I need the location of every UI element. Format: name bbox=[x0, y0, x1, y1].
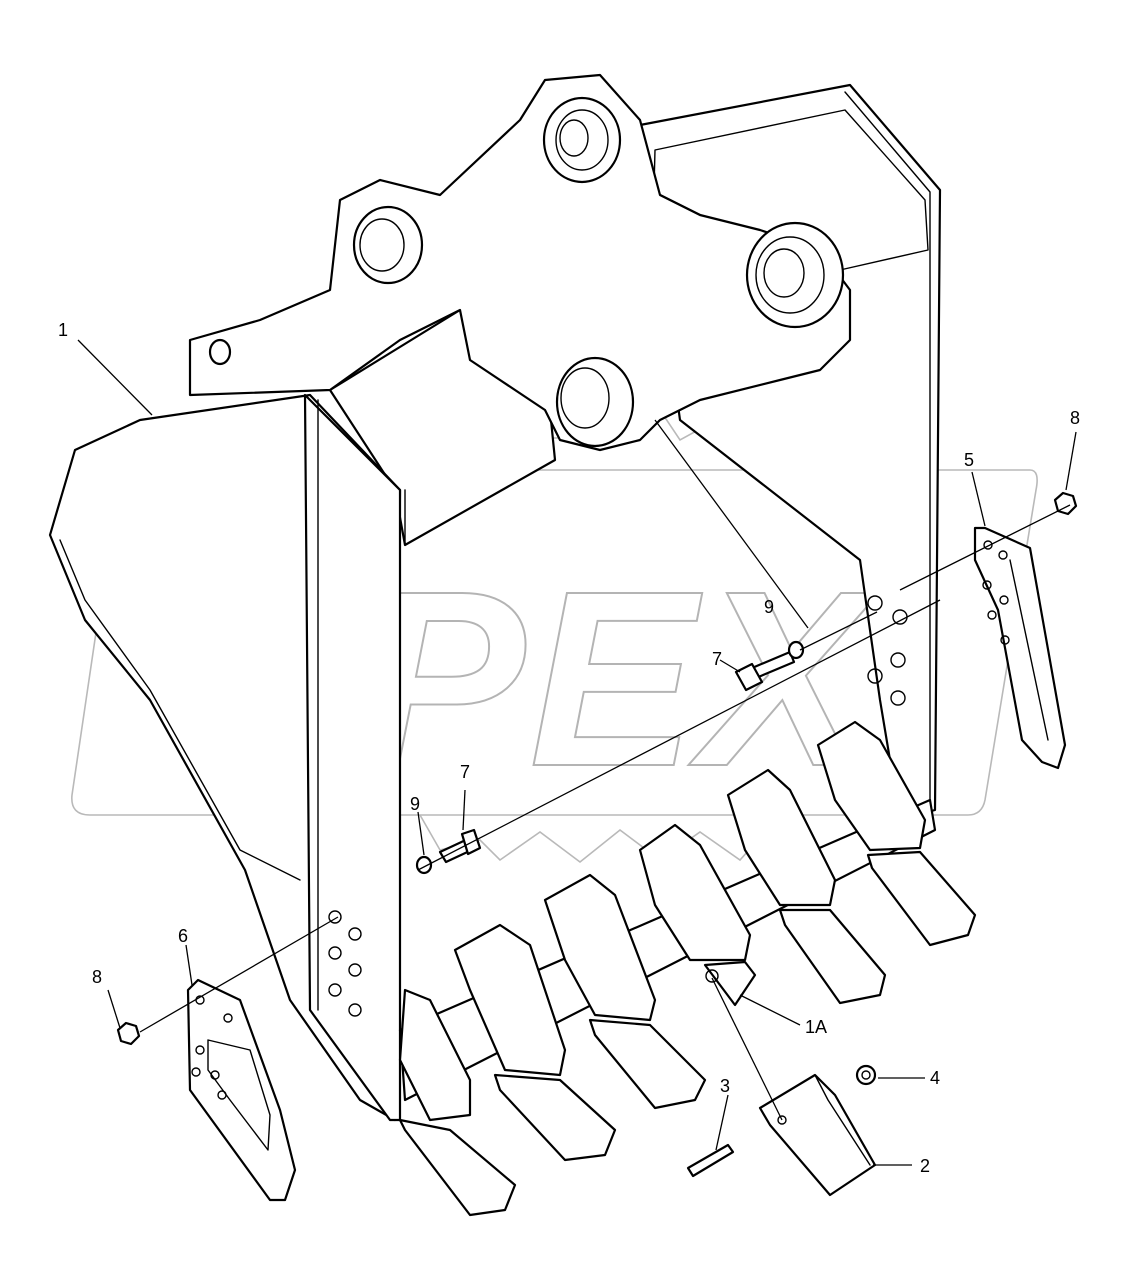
callout-6: 6 bbox=[178, 926, 188, 946]
bucket-body bbox=[48, 73, 942, 1122]
callout-7-right: 7 bbox=[712, 649, 722, 669]
callout-9-left: 9 bbox=[410, 794, 420, 814]
washer-right bbox=[787, 640, 805, 660]
callout-3: 3 bbox=[720, 1076, 730, 1096]
pin-boss-front-low bbox=[555, 356, 635, 448]
pin-boss-front-top bbox=[352, 205, 424, 285]
nut-left bbox=[116, 1021, 141, 1046]
callout-1: 1 bbox=[58, 320, 68, 340]
side-cutter-right bbox=[973, 526, 1067, 770]
callout-5: 5 bbox=[964, 450, 974, 470]
callout-labels: 1 1A 2 3 4 5 6 7 7 8 8 9 9 bbox=[58, 320, 1080, 1176]
retainer-washer bbox=[855, 1064, 877, 1086]
callout-8-right: 8 bbox=[1070, 408, 1080, 428]
callout-1a: 1A bbox=[805, 1017, 827, 1037]
pin-boss-rear-low bbox=[745, 221, 845, 329]
callout-2: 2 bbox=[920, 1156, 930, 1176]
tooth-adapters bbox=[398, 720, 927, 1122]
locking-pin bbox=[686, 1143, 735, 1178]
callout-4: 4 bbox=[930, 1068, 940, 1088]
leader-lines bbox=[77, 339, 1077, 1166]
loose-tooth-point bbox=[758, 1073, 877, 1197]
side-cutter-left bbox=[186, 978, 297, 1202]
exploded-tooth-parts bbox=[686, 1064, 877, 1197]
callout-8-left: 8 bbox=[92, 967, 102, 987]
callout-9-right: 9 bbox=[764, 597, 774, 617]
callout-7-left: 7 bbox=[460, 762, 470, 782]
tooth-tips bbox=[398, 850, 977, 1217]
